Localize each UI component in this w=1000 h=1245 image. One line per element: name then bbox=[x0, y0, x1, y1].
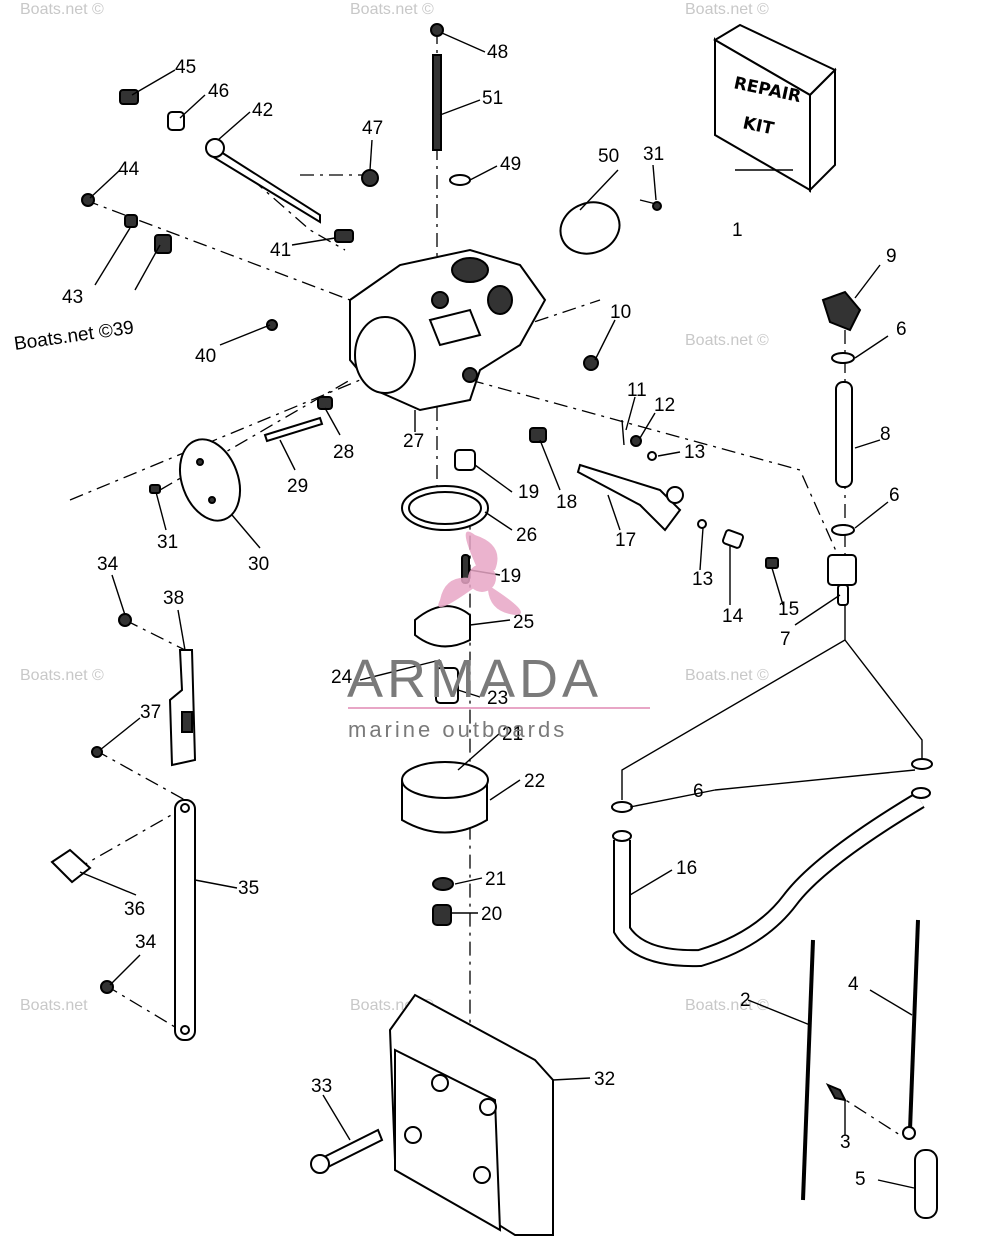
part-label-2: 2 bbox=[740, 990, 751, 1011]
part-label-13: 13 bbox=[684, 442, 705, 463]
part-label-19: 19 bbox=[518, 482, 539, 503]
part-label-12: 12 bbox=[654, 395, 675, 416]
part-label-26: 26 bbox=[516, 525, 537, 546]
part-label-23: 23 bbox=[487, 688, 508, 709]
throttle-shaft bbox=[81, 89, 379, 331]
leader-lines bbox=[79, 32, 916, 1189]
carburetor-body bbox=[349, 248, 547, 412]
part-label-5: 5 bbox=[855, 1169, 866, 1190]
part-label-42: 42 bbox=[252, 100, 273, 121]
part-label-13: 13 bbox=[692, 569, 713, 590]
watermark: Boats.net © bbox=[685, 667, 769, 684]
part-label-17: 17 bbox=[615, 530, 636, 551]
watermark-layer: Boats.net © Boats.net © Boats.net © Boat… bbox=[20, 1, 769, 1014]
part-label-21: 21 bbox=[485, 869, 506, 890]
part-label-29: 29 bbox=[287, 476, 308, 497]
part-label-6: 6 bbox=[693, 781, 704, 802]
part-label-40: 40 bbox=[195, 346, 216, 367]
part-label-35: 35 bbox=[238, 878, 259, 899]
choke-linkage bbox=[529, 419, 779, 569]
propeller-icon bbox=[438, 531, 521, 615]
fuel-hose bbox=[611, 605, 933, 968]
part-label-51: 51 bbox=[482, 88, 503, 109]
float-chamber bbox=[359, 449, 489, 926]
part-label-31: 31 bbox=[157, 532, 178, 553]
part-label-27: 27 bbox=[403, 431, 424, 452]
idle-rod bbox=[430, 23, 471, 186]
part-label-43: 43 bbox=[62, 287, 83, 308]
watermark: Boats.net bbox=[20, 997, 88, 1014]
part-labels: 1 2 3 4 5 6 6 6 7 8 9 10 11 12 13 13 14 … bbox=[13, 42, 907, 1190]
part-label-49: 49 bbox=[500, 154, 521, 175]
part-label-6: 6 bbox=[896, 319, 907, 340]
air-silencer bbox=[310, 993, 554, 1236]
part-label-3: 3 bbox=[840, 1132, 851, 1153]
watermark: Boats.net © bbox=[350, 1, 434, 18]
part-label-11: 11 bbox=[627, 380, 647, 401]
lever-assembly bbox=[50, 613, 197, 1041]
gasket-plate bbox=[149, 438, 241, 522]
part-label-28: 28 bbox=[333, 442, 354, 463]
part-label-18: 18 bbox=[556, 492, 577, 513]
part-label-6: 6 bbox=[889, 485, 900, 506]
brand-name: ARMADA bbox=[347, 649, 602, 709]
part-label-7: 7 bbox=[780, 629, 791, 650]
part-label-24: 24 bbox=[331, 667, 353, 688]
part-label-15: 15 bbox=[778, 599, 799, 620]
part-label-41: 41 bbox=[270, 240, 291, 261]
armada-logo: ARMADA marine outboards bbox=[347, 531, 650, 742]
watermark: Boats.net © bbox=[685, 997, 769, 1014]
brand-tagline: marine outboards bbox=[348, 717, 567, 742]
part-label-32: 32 bbox=[594, 1069, 615, 1090]
part-label-44: 44 bbox=[118, 159, 140, 180]
part-label-22: 22 bbox=[524, 771, 545, 792]
watermark: Boats.net © bbox=[685, 332, 769, 349]
watermark: Boats.net © bbox=[685, 1, 769, 18]
part-label-31: 31 bbox=[643, 144, 664, 165]
part-label-47: 47 bbox=[362, 118, 383, 139]
part-label-36: 36 bbox=[124, 899, 145, 920]
cover-plate bbox=[559, 201, 662, 371]
part-label-45: 45 bbox=[175, 57, 196, 78]
part-label-30: 30 bbox=[248, 554, 269, 575]
part-label-50: 50 bbox=[598, 146, 619, 167]
part-label-25: 25 bbox=[513, 612, 534, 633]
part-label-14: 14 bbox=[722, 606, 744, 627]
repair-kit-box: REPAIR KIT bbox=[713, 23, 837, 194]
part-label-19: 19 bbox=[500, 566, 521, 587]
part-label-9: 9 bbox=[886, 246, 897, 267]
part-label-37: 37 bbox=[140, 702, 161, 723]
part-label-1: 1 bbox=[732, 220, 743, 241]
part-label-10: 10 bbox=[610, 302, 631, 323]
part-label-34: 34 bbox=[97, 554, 119, 575]
part-label-21: 21 bbox=[502, 724, 523, 745]
part-label-38: 38 bbox=[163, 588, 184, 609]
part-label-8: 8 bbox=[880, 424, 891, 445]
part-label-48: 48 bbox=[487, 42, 508, 63]
linkage-rods bbox=[801, 919, 938, 1219]
fuel-fittings bbox=[821, 290, 862, 606]
watermark-label-39: Boats.net ©39 bbox=[13, 317, 135, 355]
part-label-16: 16 bbox=[676, 858, 697, 879]
part-label-4: 4 bbox=[848, 974, 859, 995]
watermark: Boats.net © bbox=[20, 1, 104, 18]
part-label-46: 46 bbox=[208, 81, 229, 102]
part-label-34: 34 bbox=[135, 932, 157, 953]
watermark: Boats.net © bbox=[20, 667, 104, 684]
part-label-20: 20 bbox=[481, 904, 502, 925]
mixture-screws bbox=[263, 396, 333, 443]
part-label-33: 33 bbox=[311, 1076, 332, 1097]
